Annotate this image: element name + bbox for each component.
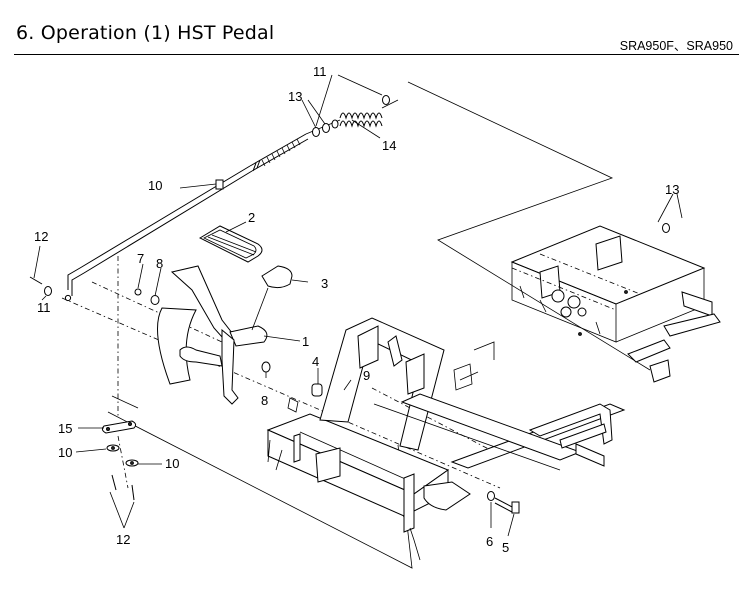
callout-4: 4 [312,354,319,369]
callout-12a: 12 [34,229,48,244]
callout-14: 14 [382,138,396,153]
callout-5: 5 [502,540,509,555]
callout-13b: 13 [665,182,679,197]
callout-10c: 10 [165,456,179,471]
callout-11b: 11 [37,300,51,315]
bolt-5 [494,497,520,514]
callout-12b: 12 [116,532,130,547]
collar-4 [311,383,323,397]
main-frame [266,317,471,561]
callout-8a: 8 [156,256,163,271]
callout-10a: 10 [148,178,162,193]
callout-15: 15 [58,421,72,436]
callout-8b: 8 [261,393,268,408]
page-title: 6. Operation (1) HST Pedal [16,22,275,44]
hst-unit [510,225,721,383]
callout-3: 3 [321,276,328,291]
callout-7: 7 [137,251,144,266]
link-plate-15 [101,420,137,434]
callout-9: 9 [363,368,370,383]
pins-12 [29,276,135,501]
callout-6: 6 [486,534,493,549]
model-label: SRA950F、SRA950 [619,39,733,53]
pedal-pad-3 [261,265,293,289]
chassis-rails [373,341,626,471]
hst-rod [64,133,309,302]
callout-1: 1 [302,334,309,349]
callout-11a: 11 [313,64,327,79]
header-rule [14,54,739,55]
callout-2: 2 [248,210,255,225]
callout-10b: 10 [58,445,72,460]
leader-lines [33,74,683,537]
callout-numbers: 1 2 3 4 5 6 7 8 8 9 10 10 10 11 11 11 12… [34,64,679,555]
callout-13a: 13 [288,89,302,104]
pedal-arm [157,265,269,405]
pedal-pad-2 [198,225,263,263]
